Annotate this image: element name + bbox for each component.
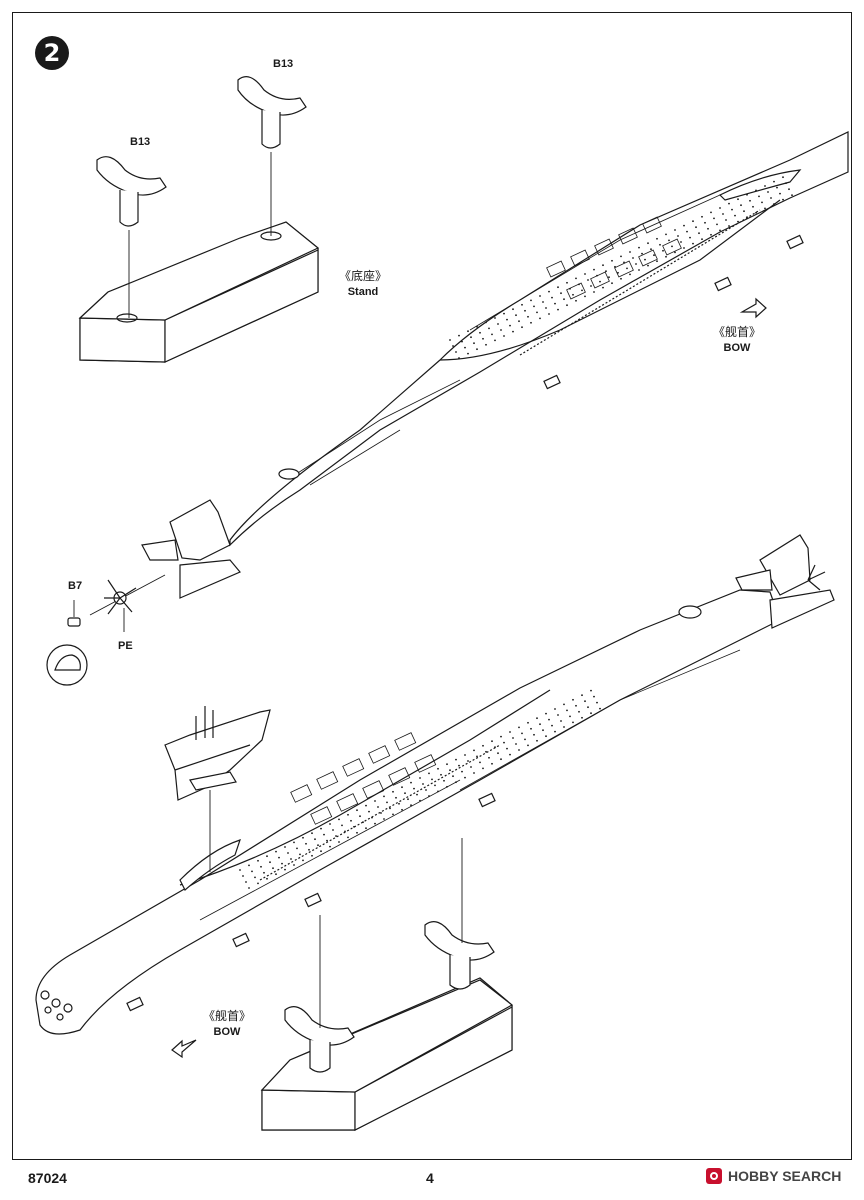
bow-arrow-top <box>739 297 767 319</box>
bow-arrow-bottom <box>171 1039 197 1059</box>
callout-bow-top: 《舰首》 BOW <box>702 324 772 356</box>
callout-bow-bottom: 《舰首》 BOW <box>192 1008 262 1040</box>
watermark: HOBBY SEARCH <box>706 1168 841 1184</box>
callout-stand-en: Stand <box>347 286 379 298</box>
b13-cradle-right <box>237 76 307 236</box>
step-number-badge: 2 <box>35 36 69 70</box>
part-label-pe: PE <box>118 640 133 652</box>
upper-hull-anechoic-dots <box>449 176 793 359</box>
callout-bow-bottom-cn: 《舰首》 <box>202 1009 251 1023</box>
upper-stand-base <box>78 221 320 363</box>
hobby-search-logo-icon <box>706 1168 722 1184</box>
lower-stand-base <box>260 838 514 1131</box>
page-number: 4 <box>426 1170 434 1186</box>
callout-stand: 《底座》 Stand <box>328 268 398 300</box>
callout-bow-top-cn: 《舰首》 <box>712 325 761 339</box>
callout-stand-cn: 《底座》 <box>338 269 387 283</box>
conning-tower <box>164 706 271 872</box>
propeller-pe <box>104 579 137 632</box>
missile-hatches-lower <box>290 732 437 825</box>
part-label-b13-left: B13 <box>130 136 151 148</box>
product-code: 87024 <box>28 1170 67 1186</box>
upper-stern-fins <box>89 499 241 616</box>
lower-submarine-hull <box>35 589 781 1035</box>
lower-stern-fins <box>735 534 835 629</box>
missile-hatches-upper <box>546 216 682 300</box>
watermark-text: HOBBY SEARCH <box>728 1168 842 1184</box>
part-label-b13-right: B13 <box>273 58 294 70</box>
upper-submarine-hull <box>229 131 849 547</box>
lower-hull-anechoic-dots <box>239 689 601 889</box>
part-label-b7: B7 <box>68 580 83 592</box>
b13-cradle-left <box>96 156 167 318</box>
callout-bow-bottom-en: BOW <box>213 1026 241 1038</box>
callout-bow-top-en: BOW <box>723 342 751 354</box>
b7-part <box>46 600 88 686</box>
